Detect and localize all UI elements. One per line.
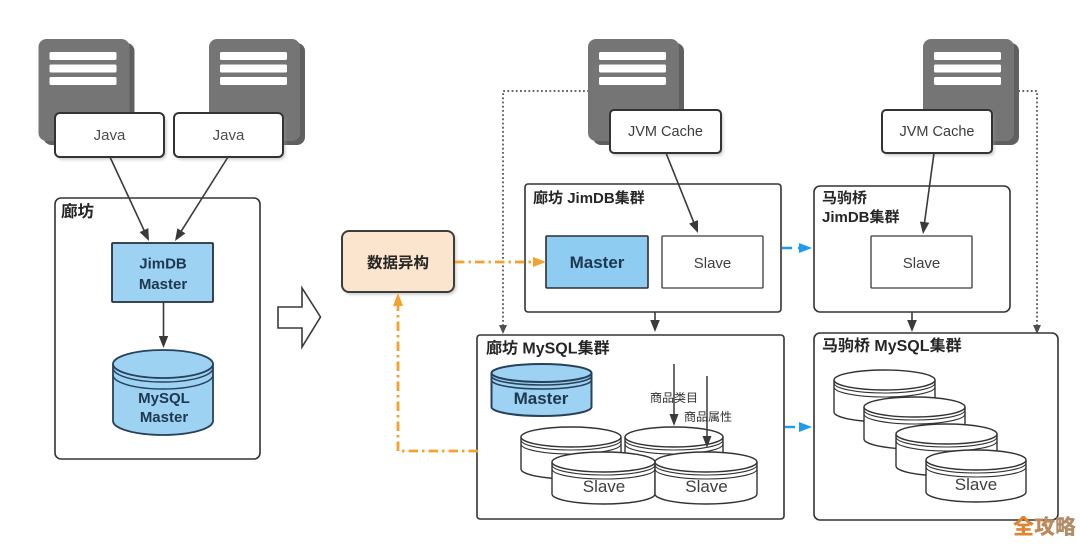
svg-text:MySQL: MySQL [138,390,190,407]
svg-text:Slave: Slave [903,255,941,272]
svg-text:Master: Master [514,389,569,408]
svg-text:JimDB: JimDB [822,209,870,226]
svg-text:Slave: Slave [685,477,728,496]
svg-text:Master: Master [139,276,188,293]
svg-text:MySQL: MySQL [874,338,929,355]
svg-text:MySQL: MySQL [522,341,577,358]
svg-text:JVM Cache: JVM Cache [900,124,975,140]
svg-text:Master: Master [140,409,189,426]
svg-text:Slave: Slave [955,475,998,494]
svg-text:JVM Cache: JVM Cache [628,124,703,140]
svg-text:Slave: Slave [694,255,732,272]
svg-text:Java: Java [94,127,126,144]
svg-text:Master: Master [570,253,625,272]
svg-text:JimDB: JimDB [567,190,615,207]
svg-text:JimDB: JimDB [139,256,187,273]
svg-text:Slave: Slave [583,477,626,496]
svg-text:Java: Java [213,127,245,144]
